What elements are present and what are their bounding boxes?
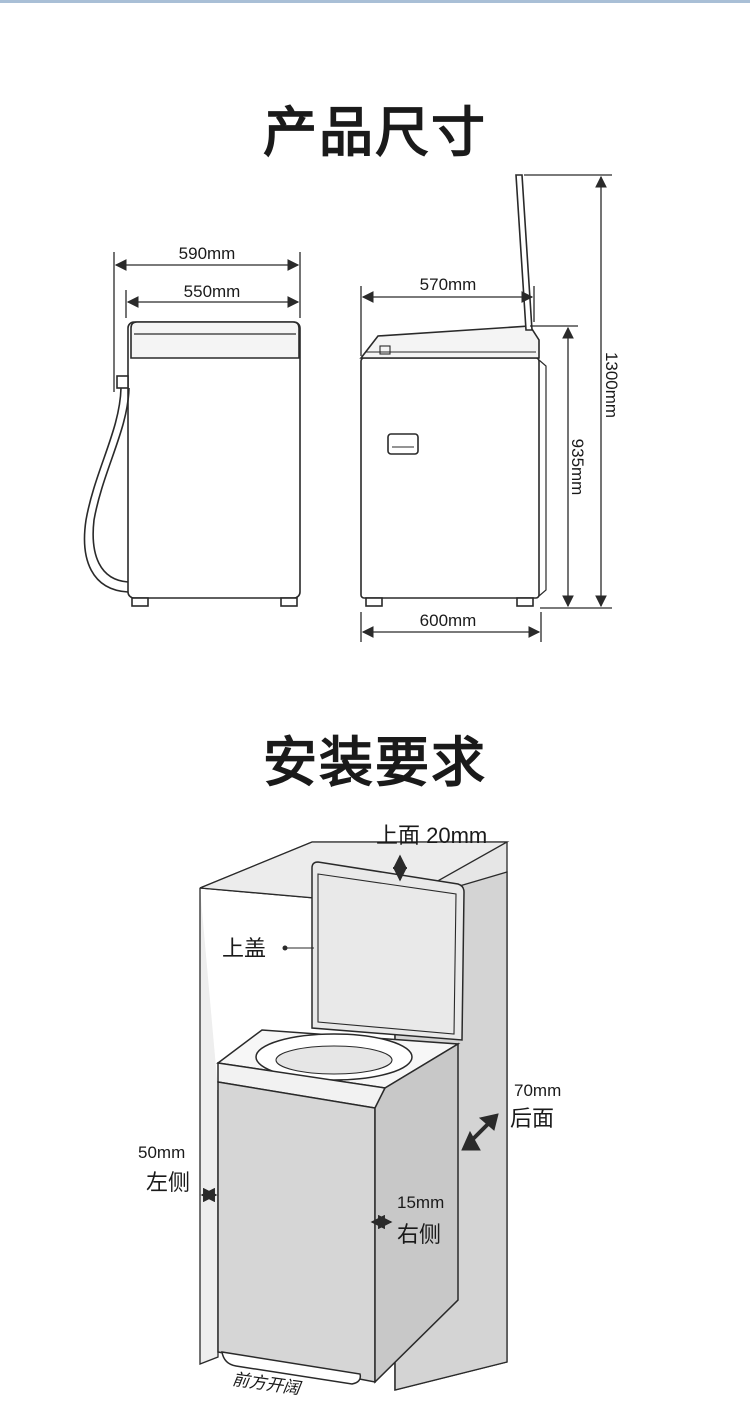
side-dimensions xyxy=(360,174,612,642)
installation-section-title: 安装要求 xyxy=(263,731,487,794)
body-height-label: 935mm xyxy=(568,439,587,496)
side-view-washer xyxy=(359,174,547,607)
front-width-dimensions xyxy=(113,252,301,392)
depth-bottom-label: 600mm xyxy=(420,611,477,630)
depth-top-label: 570mm xyxy=(420,275,477,294)
back-clearance-label: 70mm xyxy=(514,1081,561,1100)
open-lid-height-label: 1300mm xyxy=(602,352,621,418)
back-clearance-arrow xyxy=(461,1113,499,1151)
overall-width-label: 590mm xyxy=(179,244,236,263)
body-width-label: 550mm xyxy=(184,282,241,301)
lid-label: 上盖 xyxy=(222,936,266,961)
right-clearance-label: 15mm xyxy=(397,1193,444,1212)
install-washer xyxy=(216,861,465,1385)
back-label: 后面 xyxy=(510,1106,554,1131)
lid-leader xyxy=(282,945,314,951)
front-view-washer xyxy=(83,321,301,607)
right-label: 右侧 xyxy=(397,1222,441,1247)
dimensions-section-title: 产品尺寸 xyxy=(263,101,487,164)
left-label: 左侧 xyxy=(146,1170,190,1195)
left-clearance-label: 50mm xyxy=(138,1143,185,1162)
top-divider-line xyxy=(0,0,750,3)
top-clearance-label: 上面 20mm xyxy=(376,823,487,848)
